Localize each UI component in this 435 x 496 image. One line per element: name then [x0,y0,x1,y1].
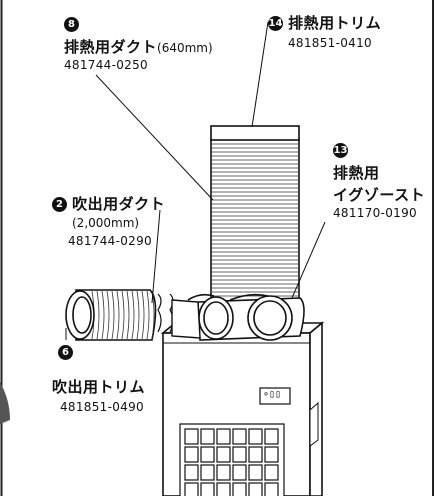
outlet-duct-name: 吹出用ダクト [72,195,166,213]
grille-cell [184,428,199,445]
flex-duct-rib [126,290,130,340]
outlet-trim-code: 481851-0490 [60,400,144,414]
grille-cell [216,446,231,463]
flex-duct-rib [116,290,120,340]
grille-cell [216,428,231,445]
flex-duct-rib [111,290,115,340]
grille-cell [248,446,263,463]
grille-cell [184,446,199,463]
exhaust-trim-code: 481851-0410 [288,36,372,50]
grille-cell [264,428,279,445]
exhaust-nozzle-marker: 13 [333,140,348,159]
exhaust-trim-badge: 14 [268,16,283,31]
exhaust-trim-label: 14 排熱用トリム [268,12,381,33]
grille-cell [232,482,247,496]
leader-exhaust-nozzle [291,221,326,299]
leader-exhaust-trim [251,21,269,128]
grille-cell [264,464,279,481]
exhaust-nozzle-badge: 13 [333,143,348,158]
exhaust-duct-label: 排熱用ダクト(640mm) [64,36,213,57]
leader-lines [65,21,326,340]
leader-exhaust-duct [95,74,214,201]
control-panel-text: ∘▯▯ [263,389,282,400]
exhaust-nozzle-name-line1: 排熱用 [333,164,380,182]
exhaust-duct-badge: 8 [64,17,79,32]
flex-duct-rib [131,290,135,340]
control-panel-display [259,387,291,405]
grille-cell [232,464,247,481]
front-grille [179,423,285,496]
flex-duct-rib [96,290,100,340]
outlet-trim-badge: 6 [58,345,73,360]
exhaust-nozzle-name-line2: イグゾースト [333,186,426,204]
leader-outlet-duct [151,209,161,304]
flex-duct-rib [136,290,140,340]
grille-cell [200,482,215,496]
grille-cell [232,428,247,445]
exhaust-duct-marker: 8 [64,14,79,33]
outlet-duct-size: (2,000mm) [72,216,140,230]
outlet-duct-drawing [75,289,201,341]
grille-cell [264,482,279,496]
exhaust-trim-name: 排熱用トリム [288,14,382,32]
flex-duct-rib [146,290,150,340]
grille-cell [200,446,215,463]
exhaust-nozzle-code: 481170-0190 [333,206,417,220]
frame-corner-mark [0,382,10,424]
grille-cell [184,464,199,481]
exhaust-duct-code: 481744-0250 [64,58,148,72]
outlet-trim-name: 吹出用トリム [52,378,146,396]
grille-cell [264,446,279,463]
flex-duct-rib [101,290,105,340]
outlet-duct-code: 481744-0290 [68,234,152,248]
grille-cell [248,482,263,496]
exhaust-duct-size: (640mm) [157,41,213,55]
grille-cell [216,482,231,496]
grille-cell [248,428,263,445]
grille-cell [200,464,215,481]
exhaust-trim-collar [210,125,300,141]
outlet-trim-drawing [65,290,95,340]
exhaust-duct-drawing [210,138,300,302]
grille-cell [200,428,215,445]
outlet-duct-badge: 2 [52,197,67,212]
flex-duct-rib [141,290,145,340]
grille-cell [216,464,231,481]
outlet-duct-label: 2 吹出用ダクト [52,193,165,214]
exhaust-nozzle-drawing [187,293,305,341]
outlet-trim-marker: 6 [58,342,73,361]
flex-duct-rib [121,290,125,340]
flex-duct-rib [106,290,110,340]
grille-cell [184,482,199,496]
exhaust-duct-name: 排熱用ダクト [64,38,158,56]
grille-cell [232,446,247,463]
grille-cell [248,464,263,481]
